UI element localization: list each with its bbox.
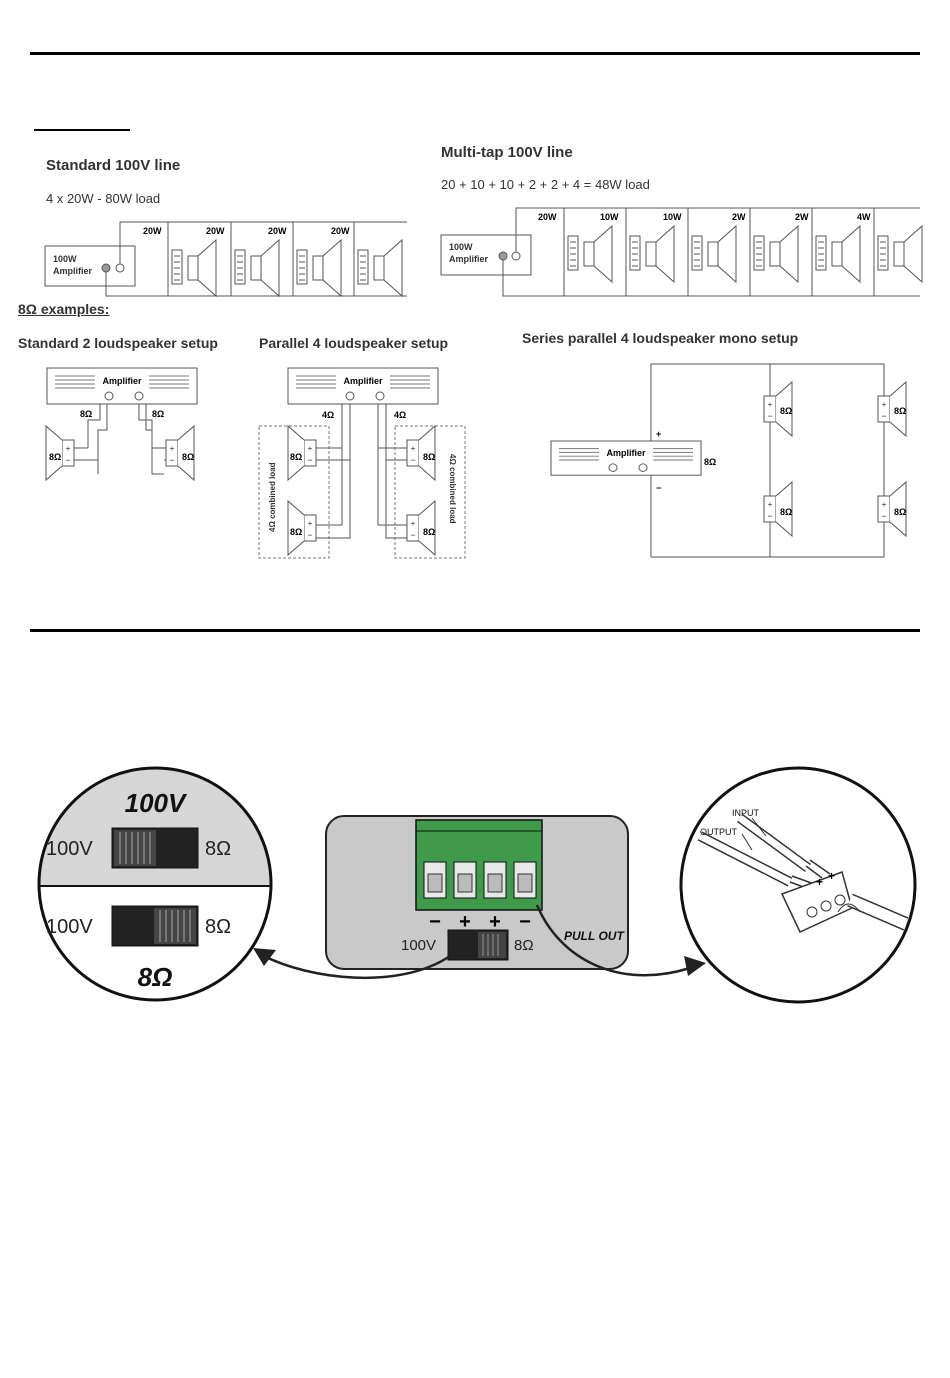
series-parallel4-diagram: Amplifier 8Ω + − 8Ω 8Ω 8Ω 8Ω bbox=[550, 363, 907, 558]
middle-rule bbox=[30, 629, 920, 632]
panel-switch-right: 8Ω bbox=[514, 937, 534, 954]
ohm-label: 8Ω bbox=[780, 406, 792, 416]
ohm-label: 4Ω bbox=[394, 410, 406, 420]
tap-label: 20W bbox=[206, 226, 225, 236]
combined-load-label: 4Ω combined load bbox=[268, 462, 277, 532]
ohm-label: 8Ω bbox=[704, 457, 716, 467]
tap-label: 4W bbox=[857, 212, 871, 222]
standard-100v-title: Standard 100V line bbox=[46, 157, 181, 174]
svg-text:+: + bbox=[828, 869, 835, 883]
ohm-examples-heading: 8Ω examples: bbox=[18, 301, 110, 317]
tap-label: 2W bbox=[732, 212, 746, 222]
input-label: INPUT bbox=[732, 808, 760, 818]
ohm-label: 8Ω bbox=[423, 527, 435, 537]
series-parallel4-title: Series parallel 4 loudspeaker mono setup bbox=[522, 330, 799, 346]
multitap-100v-load: 20 + 10 + 10 + 2 + 2 + 4 = 48W load bbox=[441, 177, 650, 192]
standard-100v-diagram: 100W Amplifier 20W 20W 20W 20W bbox=[44, 221, 407, 297]
arrows bbox=[253, 904, 706, 980]
standard2-diagram: Amplifier 8Ω 8Ω 8Ω 8Ω bbox=[45, 367, 198, 481]
amp-label-line2: Amplifier bbox=[53, 266, 93, 276]
standard-100v-load: 4 x 20W - 80W load bbox=[46, 191, 161, 206]
ohm-label: 8Ω bbox=[894, 507, 906, 517]
pull-out-label: PULL OUT bbox=[564, 929, 625, 943]
ohm-label: 8Ω bbox=[894, 406, 906, 416]
multitap-100v-diagram: 100W Amplifier 20W 10W 10W 2W 2W 4W bbox=[440, 207, 923, 297]
ohm-label: 4Ω bbox=[322, 410, 334, 420]
ohm-label: 8Ω bbox=[152, 409, 164, 419]
svg-text:+: + bbox=[816, 875, 823, 889]
parallel4-title: Parallel 4 loudspeaker setup bbox=[259, 335, 449, 351]
tap-label: 10W bbox=[663, 212, 682, 222]
zoom-switch-right: 8Ω bbox=[205, 916, 231, 938]
tap-label: 20W bbox=[331, 226, 350, 236]
output-label: OUTPUT bbox=[700, 827, 738, 837]
ohm-label: 8Ω bbox=[49, 452, 61, 462]
amp-label-line1: 100W bbox=[449, 242, 473, 252]
zoom-switch-left: 100V bbox=[46, 916, 93, 938]
tap-label: 20W bbox=[538, 212, 557, 222]
polarity-label: + bbox=[489, 911, 501, 933]
amp-label: Amplifier bbox=[102, 376, 142, 386]
tap-label: 10W bbox=[600, 212, 619, 222]
polarity-label: + bbox=[459, 911, 471, 933]
standard-speakers bbox=[171, 239, 403, 297]
multitap-speakers bbox=[567, 225, 923, 283]
polarity-label: − bbox=[519, 911, 531, 933]
polarity-label: − bbox=[429, 911, 441, 933]
ohm-label: 8Ω bbox=[290, 527, 302, 537]
connector-zoom-circle: + + INPUT OUTPUT bbox=[679, 766, 917, 1004]
amp-label-line1: 100W bbox=[53, 254, 77, 264]
ohm-label: 8Ω bbox=[290, 452, 302, 462]
top-rule bbox=[30, 52, 920, 55]
zoom-switch-right: 8Ω bbox=[205, 838, 231, 860]
ohm-label: 8Ω bbox=[182, 452, 194, 462]
terminal-panel: − + + − 100V 8Ω PULL OUT bbox=[325, 815, 629, 970]
section-underline bbox=[34, 129, 130, 131]
amp-label: Amplifier bbox=[606, 448, 646, 458]
tap-label: 20W bbox=[268, 226, 287, 236]
ohm-label: 8Ω bbox=[80, 409, 92, 419]
standard2-title: Standard 2 loudspeaker setup bbox=[18, 335, 218, 351]
amp-label: Amplifier bbox=[343, 376, 383, 386]
zoom-switch-left: 100V bbox=[46, 838, 93, 860]
switch-zoom-circle: 100V 100V 8Ω 100V 8Ω 8Ω bbox=[37, 766, 273, 1002]
ohm-label: 8Ω bbox=[423, 452, 435, 462]
parallel4-diagram: Amplifier 4Ω 4Ω 8Ω 8Ω 8Ω 8Ω 4Ω combined … bbox=[258, 367, 466, 559]
amp-label-line2: Amplifier bbox=[449, 254, 489, 264]
combined-load-label: 4Ω combined load bbox=[448, 454, 457, 524]
multitap-100v-title: Multi-tap 100V line bbox=[441, 144, 573, 161]
panel-switch-left: 100V bbox=[401, 937, 436, 954]
tap-label: 20W bbox=[143, 226, 162, 236]
ohm-label: 8Ω bbox=[780, 507, 792, 517]
zoom-8ohm-title: 8Ω bbox=[138, 962, 173, 992]
zoom-100v-title: 100V bbox=[125, 788, 188, 818]
tap-label: 2W bbox=[795, 212, 809, 222]
minus-sign: − bbox=[656, 483, 661, 493]
plus-sign: + bbox=[656, 429, 661, 439]
